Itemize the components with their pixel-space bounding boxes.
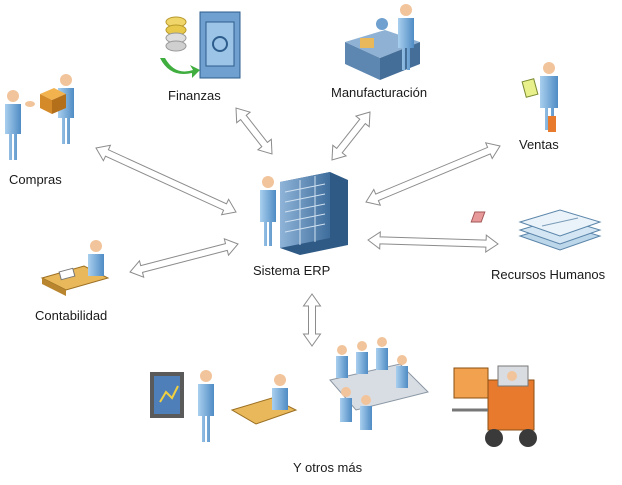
resume-documents-icon: [470, 209, 602, 251]
arrow-compras: [95, 144, 237, 216]
server-rack-icon: [260, 172, 348, 255]
center-label-sistema-erp: Sistema ERP: [253, 263, 331, 278]
arrow-contabilidad: [129, 237, 239, 279]
arrow-manufacturacion: [331, 111, 371, 161]
connector-arrows: [95, 107, 501, 347]
node-label-otros: Y otros más: [293, 460, 363, 475]
buyer-package-icon: [5, 74, 74, 160]
meeting-forklift-icon: [150, 337, 537, 447]
safe-coins-icon: [160, 11, 241, 79]
arrow-finanzas: [235, 107, 273, 155]
arrow-ventas: [365, 142, 501, 206]
arrow-recursos-humanos: [367, 230, 499, 254]
node-label-contabilidad: Contabilidad: [35, 308, 108, 323]
arrow-otros: [302, 293, 322, 347]
factory-worker-icon: [345, 4, 420, 80]
node-label-finanzas: Finanzas: [168, 88, 221, 103]
node-label-manufacturacion: Manufacturación: [331, 85, 428, 100]
node-label-ventas: Ventas: [519, 137, 559, 152]
accountant-desk-icon: [40, 240, 110, 296]
node-label-recursos-humanos: Recursos Humanos: [491, 267, 606, 282]
node-label-compras: Compras: [9, 172, 62, 187]
salesperson-icon: [521, 62, 558, 132]
